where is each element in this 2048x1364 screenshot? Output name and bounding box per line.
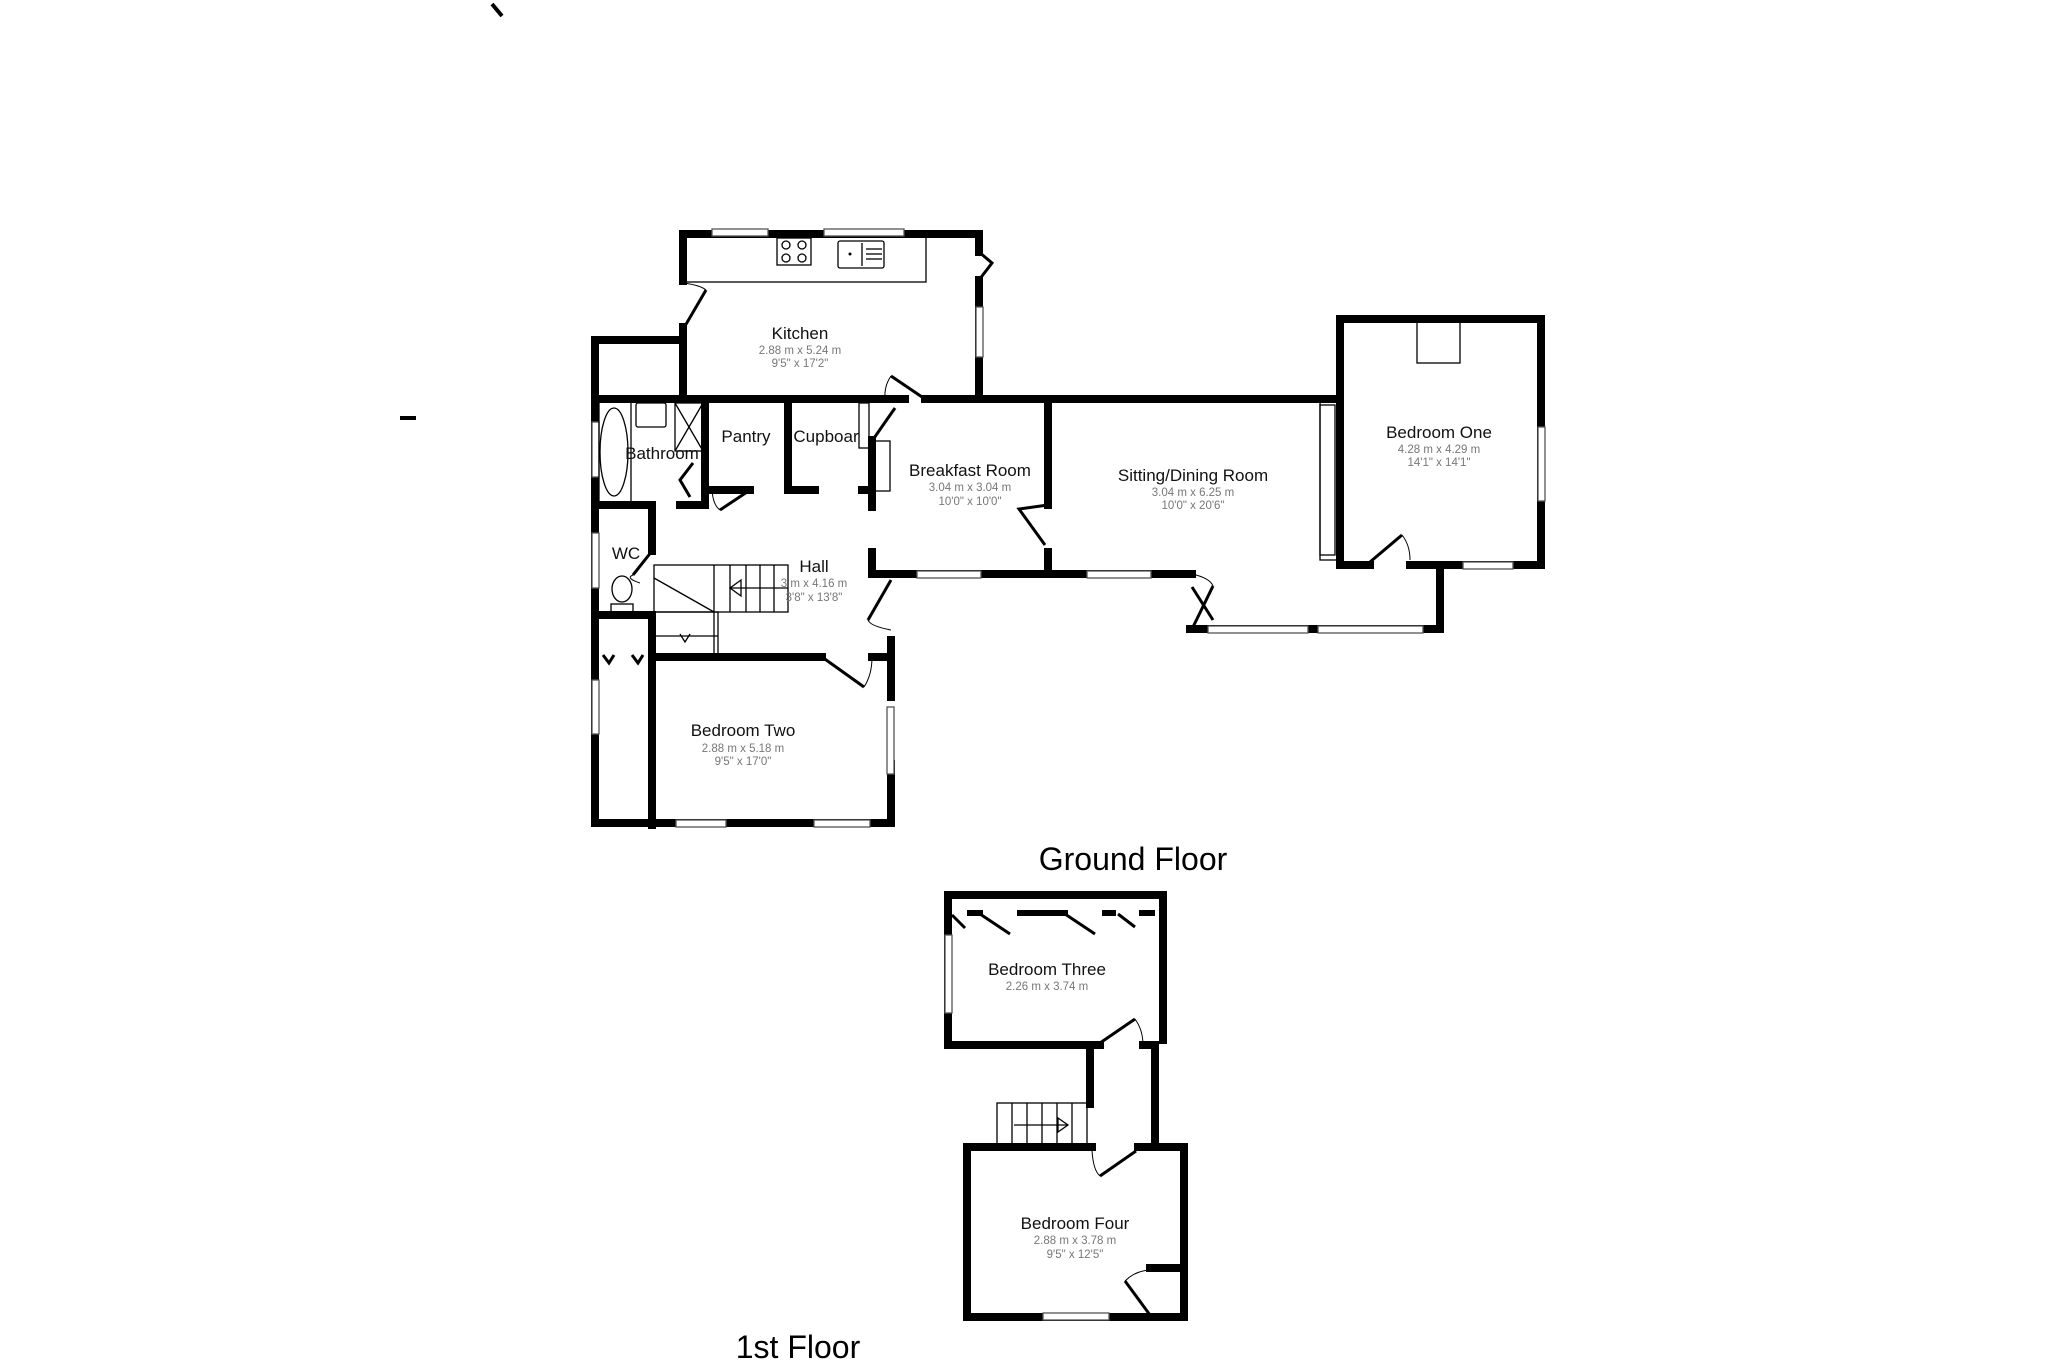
room-metric-hall: 3 m x 4.16 m — [781, 578, 847, 590]
room-name-breakfast: Breakfast Room — [909, 461, 1031, 480]
room-metric-bedroom-two: 2.88 m x 5.18 m — [702, 743, 784, 755]
room-imperial-bedroom-four: 9'5" x 12'5" — [1047, 1249, 1104, 1261]
room-imperial-bedroom-two: 9'5" x 17'0" — [715, 756, 772, 768]
breakfast-room — [866, 395, 1052, 631]
sink-icon — [837, 240, 885, 269]
room-name-bedroom-one: Bedroom One — [1386, 423, 1492, 442]
ground-floor-plan: Kitchen 2.88 m x 5.24 m 9'5" x 17'2" Pan… — [591, 228, 1546, 877]
room-metric-breakfast: 3.04 m x 3.04 m — [929, 482, 1011, 494]
room-imperial-hall: 3'8" x 13'8" — [786, 592, 843, 604]
room-name-sitting: Sitting/Dining Room — [1118, 466, 1268, 485]
wc — [591, 519, 656, 829]
room-metric-bedroom-four: 2.88 m x 3.78 m — [1034, 1235, 1116, 1247]
staircase — [653, 564, 789, 659]
room-imperial-kitchen: 9'5" x 17'2" — [772, 358, 829, 370]
room-imperial-bedroom-one: 14'1" x 14'1" — [1407, 457, 1470, 469]
room-name-bedroom-two: Bedroom Two — [691, 721, 796, 740]
bedroom-two — [591, 653, 895, 828]
room-imperial-sitting: 10'0" x 20'6" — [1161, 500, 1224, 512]
bedroom-one — [1336, 315, 1546, 570]
room-metric-kitchen: 2.88 m x 5.24 m — [759, 345, 841, 357]
hob-icon — [776, 237, 812, 266]
bathroom — [591, 395, 709, 527]
first-floor-plan: Bedroom Three 2.26 m x 3.74 m Bedroom Fo… — [736, 891, 1188, 1364]
sitting-dining-room — [1044, 399, 1444, 634]
floor-label-ground: Ground Floor — [1039, 841, 1228, 877]
room-name-bathroom: Bathroom — [625, 444, 699, 463]
room-name-bedroom-four: Bedroom Four — [1021, 1214, 1130, 1233]
room-metric-sitting: 3.04 m x 6.25 m — [1152, 487, 1234, 499]
room-metric-bedroom-three: 2.26 m x 3.74 m — [1006, 981, 1088, 993]
bedroom-four — [963, 1143, 1188, 1321]
first-floor-staircase — [996, 1102, 1088, 1148]
room-name-kitchen: Kitchen — [772, 324, 829, 343]
room-metric-bedroom-one: 4.28 m x 4.29 m — [1398, 444, 1480, 456]
stray-mark — [490, 2, 504, 18]
room-name-hall: Hall — [799, 557, 828, 576]
room-name-pantry: Pantry — [721, 427, 771, 446]
floor-label-first: 1st Floor — [736, 1329, 861, 1364]
room-name-cupboard: Cupboar — [793, 427, 859, 446]
room-name-bedroom-three: Bedroom Three — [988, 960, 1106, 979]
kitchen — [679, 228, 995, 403]
room-name-wc: WC — [612, 544, 640, 563]
room-imperial-breakfast: 10'0" x 10'0" — [938, 496, 1001, 508]
